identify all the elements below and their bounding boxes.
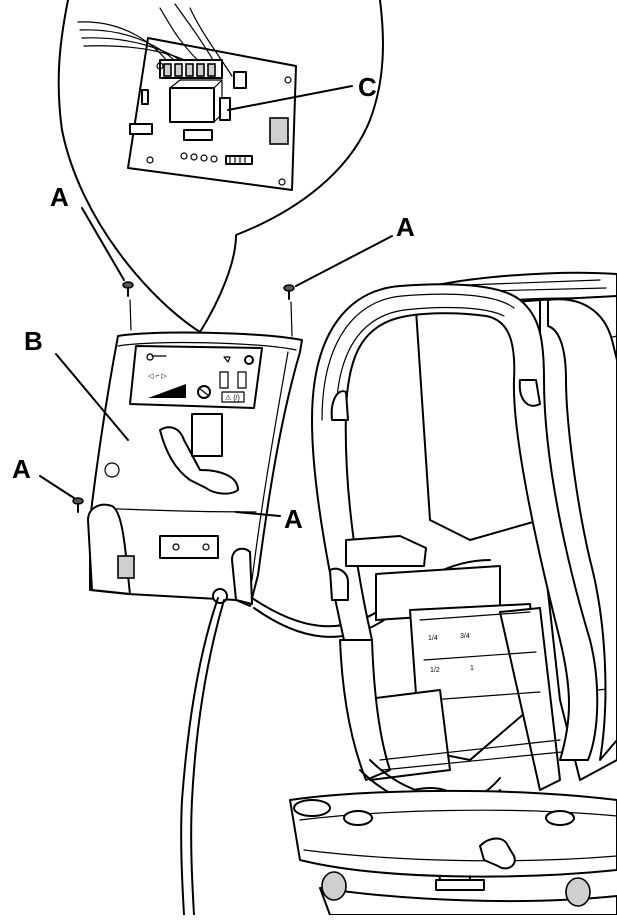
callout-a-top-right: A [396,212,415,242]
wheel-left [321,871,347,901]
screw-left [72,497,84,513]
detail-magnifier [57,0,384,333]
callout-a-left: A [12,454,31,484]
callout-a-right: A [284,504,303,534]
circuit-board [77,3,297,191]
hose-left-outer [180,597,219,916]
direction-arrows: ◁ ⌐ ▷ [148,373,167,380]
fraction-label-3: 1/2 [430,667,440,674]
screw-top-left [122,281,134,331]
wheel-right [565,877,591,907]
control-panel-housing: ◁ ⌐ ▷ ⚠ (/) [87,331,303,607]
machine-frame: 1/4 3/4 1/2 1 [289,271,617,916]
fraction-label-1: 1/4 [428,635,438,642]
callout-b: B [24,326,43,356]
hose-left-inner [190,599,225,916]
leader-lines [39,85,393,517]
screw-top-right [283,284,295,337]
fraction-label-4: 1 [470,665,474,672]
callout-a-top-left: A [50,182,69,212]
svg-text:⚠ (/): ⚠ (/) [225,394,240,402]
fraction-label-2: 3/4 [460,633,470,640]
callout-c: C [358,72,377,102]
